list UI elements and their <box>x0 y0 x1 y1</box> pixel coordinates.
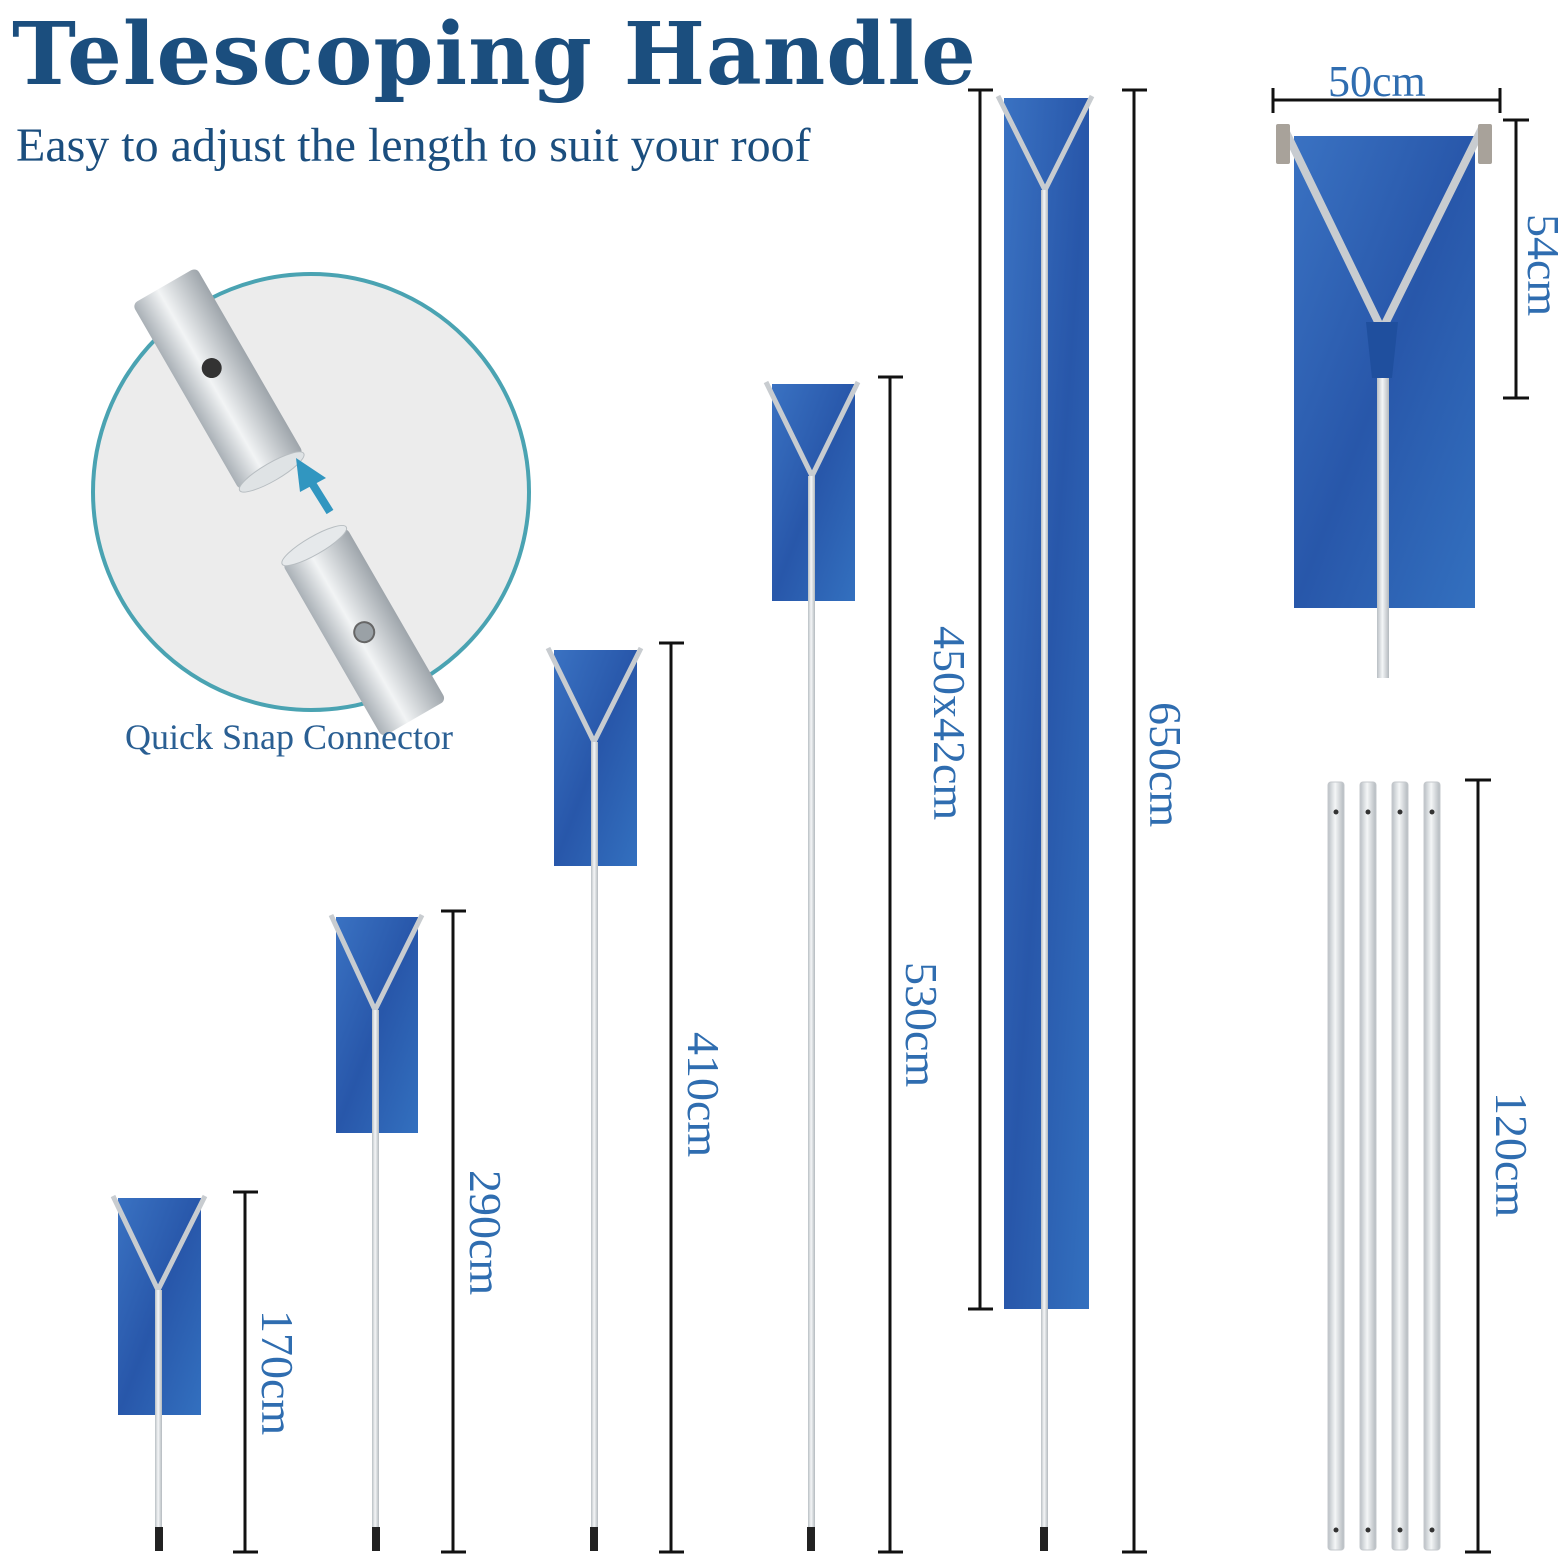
pole <box>1359 781 1377 1551</box>
page-subtitle: Easy to adjust the length to suit your r… <box>16 119 811 172</box>
rake-410 <box>545 641 684 1554</box>
pole-length-label: 120cm <box>1486 1092 1537 1218</box>
snap-hole-icon <box>201 358 222 379</box>
length-label-530: 530cm <box>896 962 947 1088</box>
connector-detail-image <box>91 269 531 736</box>
rake-170 <box>110 1190 258 1554</box>
pole <box>1327 781 1345 1551</box>
blade-width-label: 50cm <box>1328 57 1426 106</box>
length-label-170: 170cm <box>252 1310 303 1436</box>
length-label-650: 650cm <box>1140 702 1191 828</box>
blade-closeup <box>1271 88 1529 678</box>
rake-530 <box>763 375 903 1554</box>
rake-290 <box>328 909 466 1554</box>
rake-650 <box>968 88 1147 1554</box>
extension-poles <box>1327 778 1491 1554</box>
blade-size-label: 450x42cm <box>924 626 975 821</box>
arrow-up-icon <box>296 458 334 515</box>
snap-button-icon <box>353 621 376 644</box>
blade-height-label: 54cm <box>1518 214 1568 317</box>
pole <box>1423 781 1441 1551</box>
connector-caption: Quick Snap Connector <box>125 717 453 757</box>
upper-tube <box>134 269 302 489</box>
page-title: Telescoping Handle <box>12 4 977 105</box>
pole <box>1391 781 1409 1551</box>
length-label-290: 290cm <box>460 1170 511 1296</box>
length-label-410: 410cm <box>678 1032 729 1158</box>
